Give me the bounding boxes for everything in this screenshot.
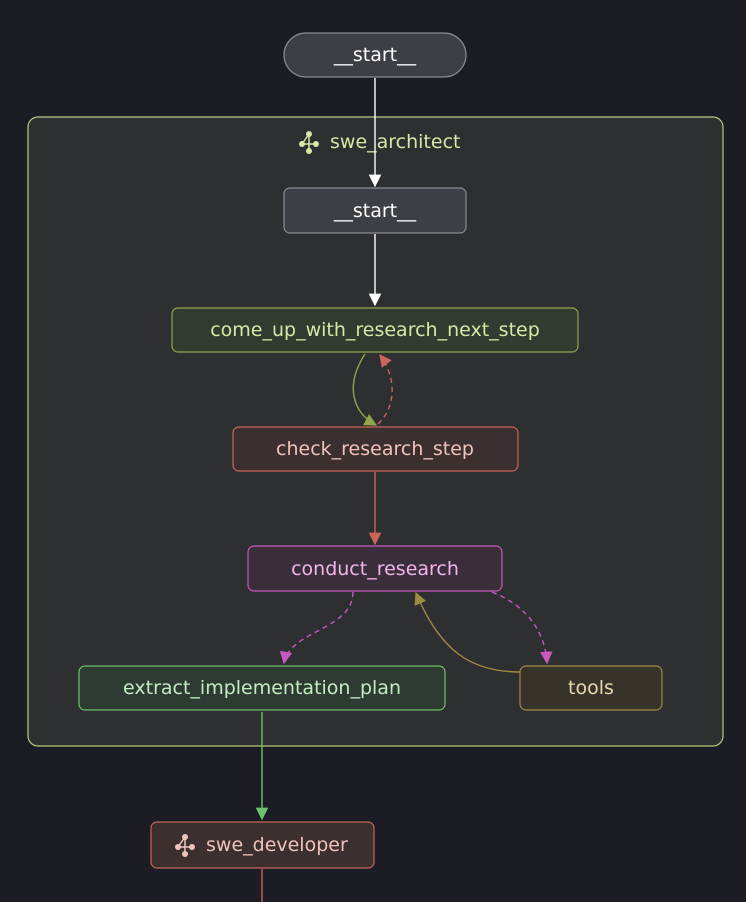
node-start-outer[interactable]: __start__	[283, 32, 467, 78]
node-extract-implementation-plan[interactable]: extract_implementation_plan	[78, 665, 446, 711]
subgraph-icon	[175, 834, 195, 857]
edge-conduct-to-extract-plan	[279, 591, 354, 665]
node-label: __start__	[333, 44, 417, 66]
node-label: swe_developer	[206, 834, 348, 856]
node-come-up-with-research-next-step[interactable]: come_up_with_research_next_step	[171, 307, 579, 353]
edge-conduct-to-tools	[491, 591, 553, 665]
subgraph-icon	[299, 131, 319, 154]
edge-research-next-to-check-step	[352, 353, 378, 426]
node-check-research-step[interactable]: check_research_step	[232, 426, 519, 472]
node-label: check_research_step	[276, 438, 474, 460]
node-label: extract_implementation_plan	[123, 677, 401, 699]
node-label: tools	[568, 677, 614, 699]
node-conduct-research[interactable]: conduct_research	[247, 545, 503, 592]
node-swe-developer[interactable]: swe_developer	[150, 821, 375, 869]
node-label: __start__	[333, 200, 417, 222]
node-start-inner[interactable]: __start__	[283, 187, 467, 234]
subgraph-title: swe_architect	[330, 131, 460, 153]
node-label: come_up_with_research_next_step	[210, 319, 540, 341]
node-tools[interactable]: tools	[519, 665, 663, 711]
edges	[255, 78, 553, 902]
edge-tools-to-conduct	[414, 591, 521, 673]
edge-check-step-to-research-next	[377, 353, 393, 425]
node-label: conduct_research	[291, 558, 459, 580]
